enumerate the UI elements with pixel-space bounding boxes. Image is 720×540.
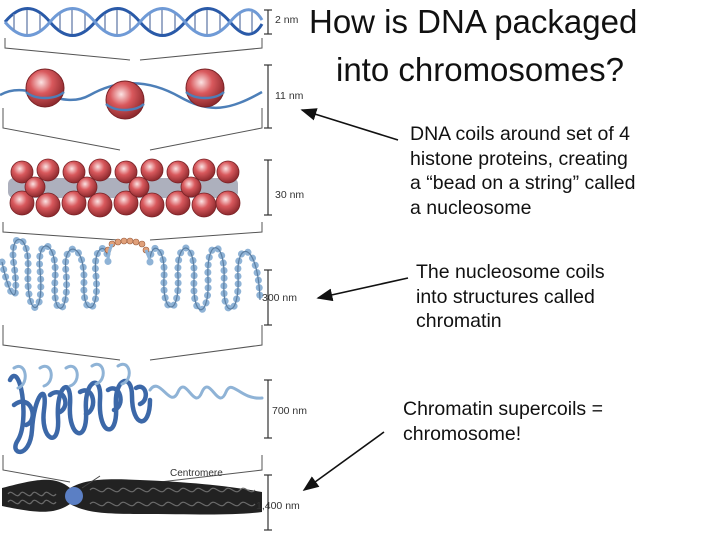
- note-chromosome: Chromatin supercoils = chromosome!: [403, 397, 603, 446]
- nucleosome-bead: [105, 80, 145, 120]
- arrow-to-nucleosome: [300, 108, 399, 141]
- solenoid-fiber: [8, 158, 241, 218]
- condensed-chromatin: [7, 374, 153, 455]
- arrow-to-chromosome: [302, 431, 385, 491]
- dna-double-helix: [3, 7, 264, 37]
- note-line: histone proteins, creating: [410, 147, 628, 170]
- note-line: The nucleosome coils: [416, 261, 605, 283]
- note-chromatin: The nucleosome coils into structures cal…: [416, 260, 605, 334]
- chromosome: [2, 475, 262, 515]
- connector-lines: [2, 38, 263, 483]
- scale-label-2nm: 2 nm: [275, 14, 299, 26]
- centromere-label: Centromere: [170, 468, 223, 479]
- page-title-line-1: How is DNA packaged: [309, 3, 638, 40]
- nucleosome-bead: [185, 68, 225, 108]
- pointer-arrows: [300, 108, 409, 491]
- note-line: Chromatin supercoils =: [403, 398, 603, 420]
- chromatin-loops-outline: [1, 238, 261, 311]
- note-line: a “bead on a string” called: [410, 172, 636, 194]
- nucleosome-bead: [25, 68, 65, 108]
- condensed-chromatin-light: [12, 362, 264, 400]
- scale-label-11nm: 11 nm: [275, 90, 304, 102]
- note-line: into structures called: [416, 285, 595, 308]
- page-title-line-2: into chromosomes?: [336, 51, 624, 88]
- centromere-region: [65, 487, 83, 505]
- note-line: a nucleosome: [410, 196, 532, 219]
- bead-on-string: [0, 68, 263, 120]
- note-line: chromosome!: [403, 422, 522, 445]
- note-line: DNA coils around set of 4: [410, 123, 631, 145]
- note-line: chromatin: [416, 310, 502, 332]
- scale-bars: [264, 9, 272, 531]
- scale-label-300nm: 300 nm: [262, 292, 298, 304]
- scale-label-1400nm: 1,400 nm: [256, 500, 300, 512]
- note-nucleosome: DNA coils around set of 4 histone protei…: [410, 122, 635, 220]
- scale-label-30nm: 30 nm: [275, 189, 305, 201]
- scale-label-700nm: 700 nm: [272, 405, 308, 417]
- arrow-to-chromatin: [316, 277, 409, 302]
